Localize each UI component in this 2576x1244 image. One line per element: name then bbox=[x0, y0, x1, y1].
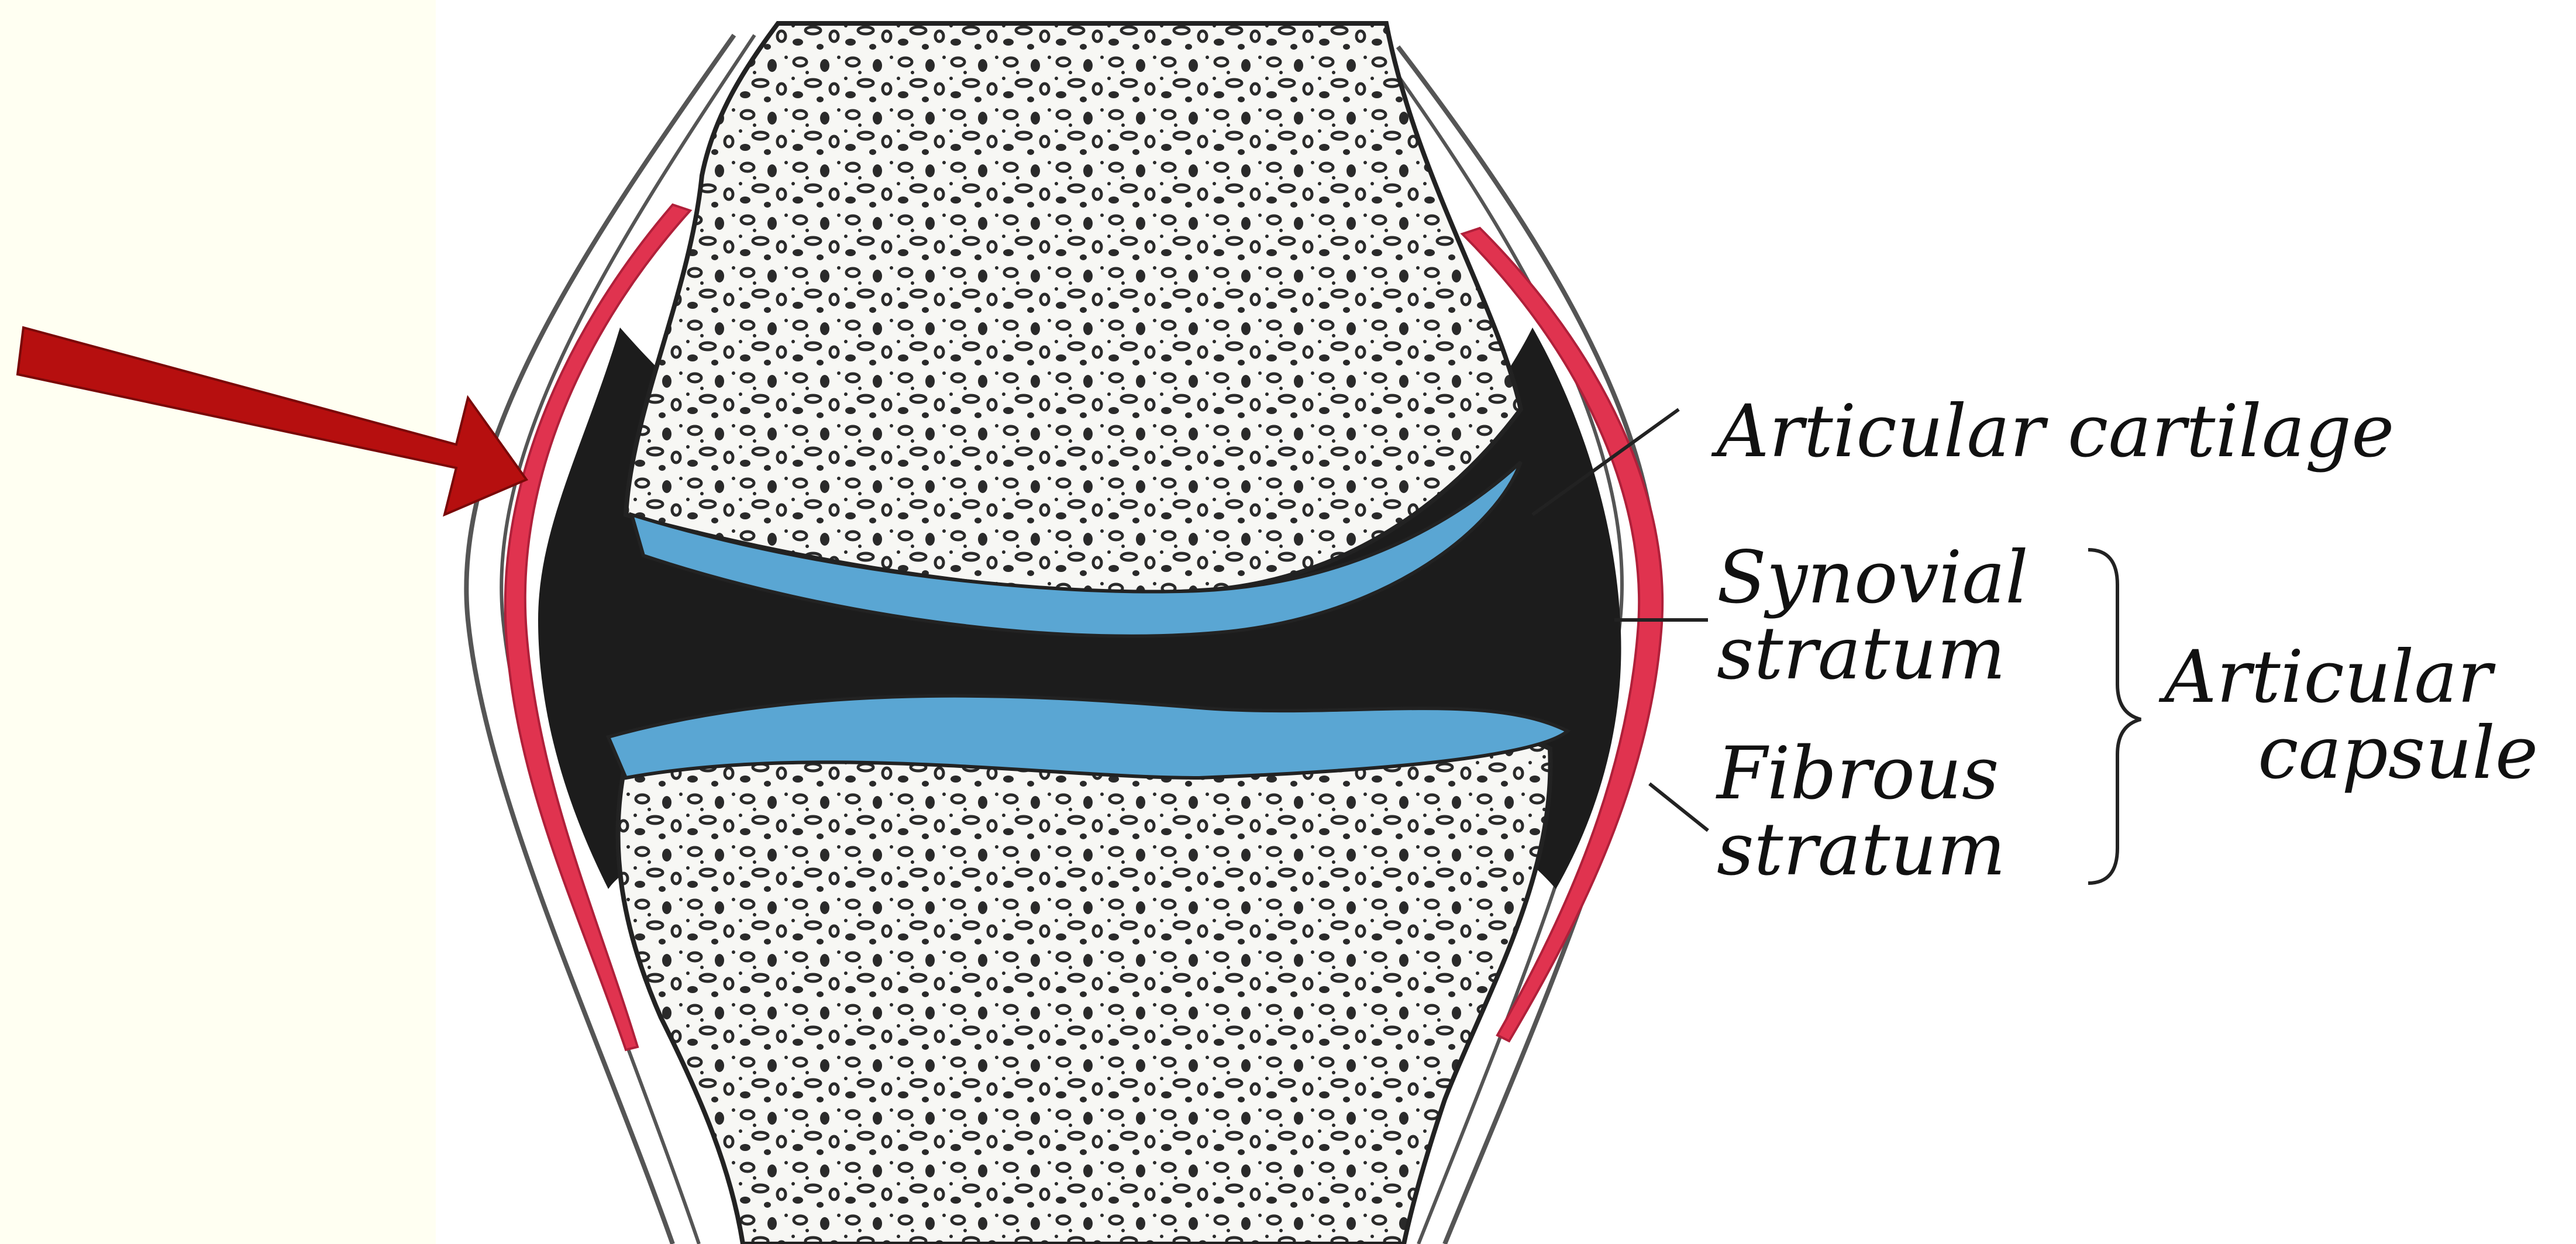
label-fibrous: Fibrous bbox=[1716, 732, 1999, 816]
label-synovial-stratum: stratum bbox=[1717, 612, 2006, 696]
lower-bone bbox=[618, 732, 1551, 1244]
upper-bone bbox=[626, 23, 1521, 593]
label-articular-cartilage: Articular cartilage bbox=[1711, 390, 2394, 474]
label-capsule-articular: Articular bbox=[2158, 635, 2496, 719]
capsule-brace bbox=[2088, 550, 2141, 883]
label-capsule-capsule: capsule bbox=[2258, 711, 2538, 795]
leader-fibrous-stratum bbox=[1649, 784, 1708, 831]
left-background-panel bbox=[0, 0, 436, 1244]
label-synovial: Synovial bbox=[1717, 536, 2029, 620]
label-fibrous-stratum: stratum bbox=[1717, 808, 2006, 892]
